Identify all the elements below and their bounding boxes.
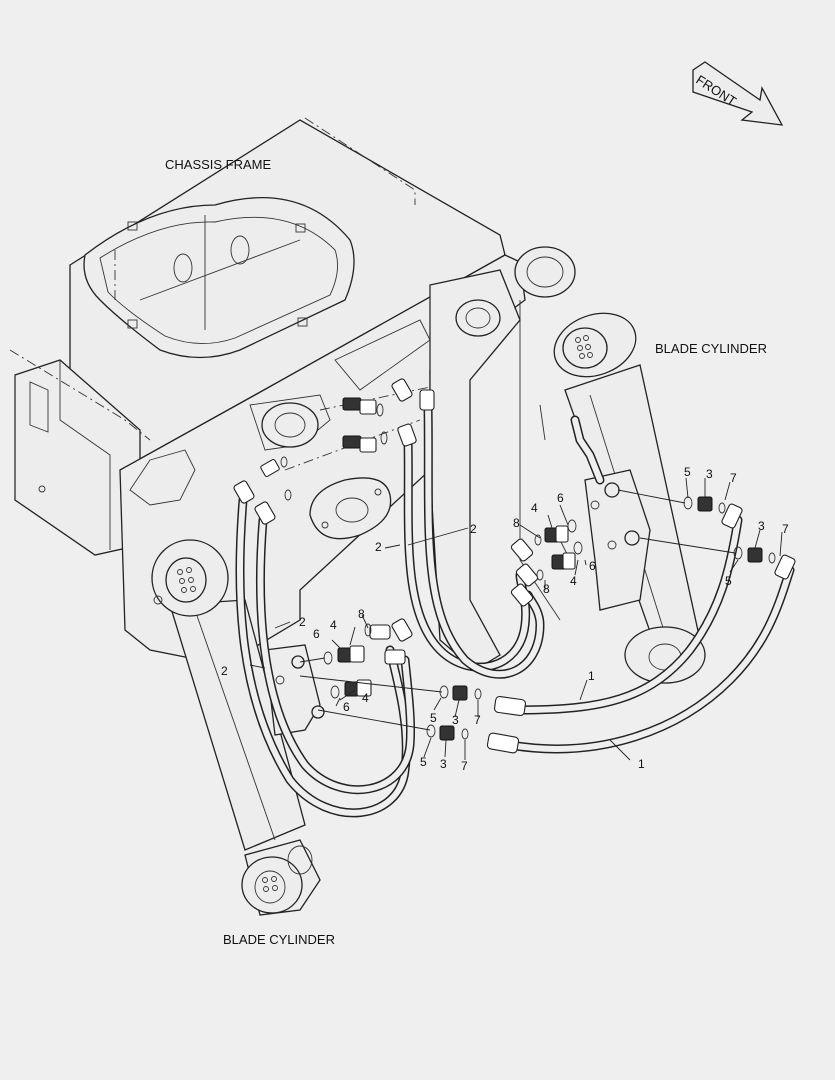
callout-number: 8 (358, 607, 365, 621)
blade-cylinder-right-label: BLADE CYLINDER (655, 341, 767, 356)
callout-number: 5 (430, 711, 437, 725)
callout-number: 3 (758, 519, 765, 533)
callout-number: 1 (638, 757, 645, 771)
fittings (260, 397, 776, 741)
callout-number: 2 (299, 615, 306, 629)
callout-number: 5 (725, 574, 732, 588)
callout-number: 3 (452, 713, 459, 727)
callout-number: 1 (588, 669, 595, 683)
callout-number: 4 (531, 501, 538, 515)
callout-number: 4 (570, 574, 577, 588)
callout-number: 5 (684, 465, 691, 479)
front-direction-arrow: FRONT (692, 61, 784, 126)
callout-number: 7 (474, 713, 481, 727)
callout-number: 3 (706, 467, 713, 481)
callout-number: 4 (330, 618, 337, 632)
callout-number: 2 (470, 522, 477, 536)
callout-number: 5 (420, 755, 427, 769)
callout-number: 3 (440, 757, 447, 771)
callout-number: 7 (461, 759, 468, 773)
callout-number: 8 (543, 582, 550, 596)
chassis-frame-drawing (9, 117, 576, 671)
part-callouts: 5 3 7 3 7 5 4 6 8 2 6 4 8 2 2 6 4 8 2 4 … (221, 465, 789, 773)
hydraulic-hoses (233, 378, 796, 818)
callout-number: 7 (782, 522, 789, 536)
callout-number: 2 (375, 540, 382, 554)
blade-cylinder-left (151, 539, 325, 916)
leader-lines (249, 477, 783, 761)
blade-cylinder-left-label: BLADE CYLINDER (223, 932, 335, 947)
callout-number: 8 (513, 516, 520, 530)
callout-number: 7 (730, 471, 737, 485)
callout-number: 6 (343, 700, 350, 714)
callout-number: 2 (221, 664, 228, 678)
callout-number: 4 (362, 691, 369, 705)
callout-number: 6 (557, 491, 564, 505)
blade-cylinder-right (553, 312, 706, 684)
callout-number: 6 (313, 627, 320, 641)
callout-number: 6 (589, 559, 596, 573)
chassis-frame-label: CHASSIS FRAME (165, 157, 272, 172)
